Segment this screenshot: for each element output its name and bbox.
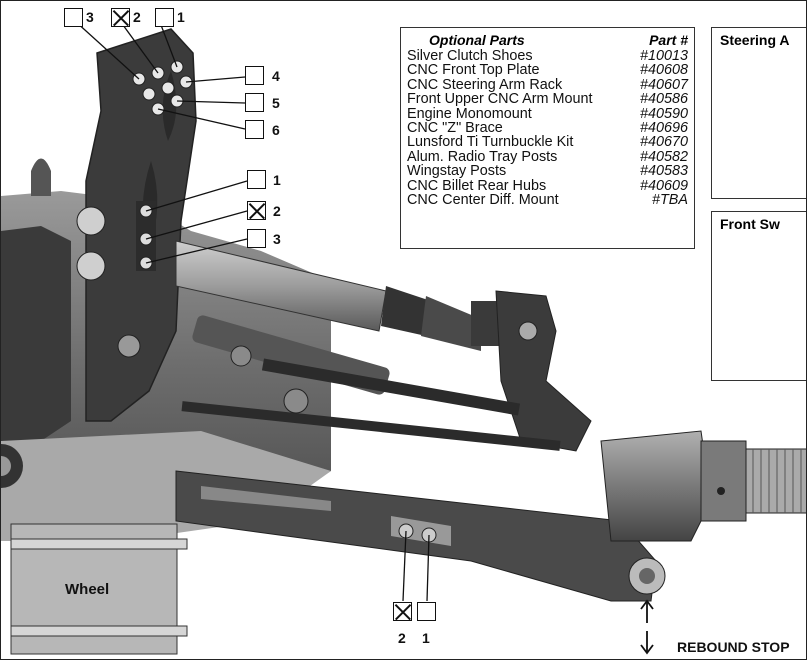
rebound-stop-label: REBOUND STOP — [677, 639, 790, 655]
optional-parts-header: Optional Parts Part # — [407, 31, 688, 49]
optional-parts-title: Optional Parts — [429, 32, 525, 48]
upper-link-1-checkbox[interactable] — [247, 170, 266, 189]
optional-part-number: #40590 — [639, 105, 688, 122]
lower-arm-2-number: 2 — [398, 630, 406, 646]
wheel-label: Wheel — [65, 581, 110, 598]
rebound-arrows — [640, 599, 654, 655]
leader-lines — [74, 20, 430, 602]
upper-link-2-checkbox[interactable] — [247, 201, 266, 220]
optional-part-number: #40582 — [639, 148, 688, 165]
front-sway-inset-title: Front Sw — [720, 216, 780, 232]
optional-part-number: #40608 — [639, 62, 688, 79]
lower-arm-1-checkbox[interactable] — [417, 602, 436, 621]
wheel-block — [10, 523, 188, 655]
optional-part-name: Wingstay Posts — [407, 163, 507, 180]
optional-part-number: #40696 — [639, 120, 688, 137]
axle-carrier — [600, 430, 806, 542]
optional-part-number: #TBA — [652, 192, 688, 209]
optional-part-row: CNC Center Diff. Mount #TBA — [407, 192, 688, 209]
tower-hole-5-checkbox[interactable] — [245, 93, 264, 112]
optional-part-number: #40583 — [639, 163, 688, 180]
optional-part-row: CNC Steering Arm Rack #40607 — [407, 76, 688, 93]
tower-hole-1-number: 1 — [177, 9, 185, 25]
optional-part-row: Lunsford Ti Turnbuckle Kit #40670 — [407, 134, 688, 151]
optional-part-row: CNC Billet Rear Hubs #40609 — [407, 177, 688, 194]
tower-hole-4-checkbox[interactable] — [245, 66, 264, 85]
tower-hole-3-checkbox[interactable] — [64, 8, 83, 27]
tower-hole-2-checkbox[interactable] — [111, 8, 130, 27]
optional-part-row: CNC "Z" Brace #40696 — [407, 120, 688, 137]
lower-arm-2-checkbox[interactable] — [393, 602, 412, 621]
optional-part-name: CNC "Z" Brace — [407, 120, 503, 137]
optional-part-row: Wingstay Posts #40583 — [407, 163, 688, 180]
optional-part-name: Silver Clutch Shoes — [407, 48, 533, 64]
optional-part-name: Lunsford Ti Turnbuckle Kit — [407, 134, 574, 151]
shock-tower-holes — [132, 60, 193, 116]
tower-hole-3-number: 3 — [86, 9, 94, 25]
optional-part-name: CNC Billet Rear Hubs — [407, 177, 547, 194]
shock-absorber — [175, 240, 541, 351]
tower-hole-4-number: 4 — [272, 68, 280, 84]
tower-hole-6-checkbox[interactable] — [245, 120, 264, 139]
optional-part-row: Front Upper CNC Arm Mount #40586 — [407, 91, 688, 108]
steering-arm-inset: Steering A — [711, 27, 806, 199]
upper-link-2-number: 2 — [273, 203, 281, 219]
steering-arm-inset-title: Steering A — [720, 32, 790, 48]
optional-parts-table: Optional Parts Part # Silver Clutch Shoe… — [400, 27, 695, 249]
optional-part-name: CNC Steering Arm Rack — [407, 76, 563, 93]
optional-part-row: Engine Monomount #40590 — [407, 105, 688, 122]
upper-link-mount — [136, 201, 156, 271]
optional-part-number: #40670 — [639, 134, 688, 151]
optional-part-name: CNC Front Top Plate — [407, 62, 540, 79]
optional-part-row: CNC Front Top Plate #40608 — [407, 62, 688, 79]
front-sway-inset: Front Sw — [711, 211, 806, 381]
tower-hole-5-number: 5 — [272, 95, 280, 111]
steering-links — [181, 315, 561, 451]
optional-part-name: CNC Center Diff. Mount — [407, 192, 559, 209]
optional-part-number: #40609 — [639, 177, 688, 194]
optional-part-number: #10013 — [639, 48, 688, 64]
optional-part-name: Front Upper CNC Arm Mount — [407, 91, 593, 108]
optional-part-row: Silver Clutch Shoes #10013 — [407, 48, 688, 64]
part-number-header: Part # — [649, 32, 688, 48]
upper-link-3-checkbox[interactable] — [247, 229, 266, 248]
upper-link-1-number: 1 — [273, 172, 281, 188]
optional-part-name: Alum. Radio Tray Posts — [407, 148, 558, 165]
c-hub — [495, 290, 592, 452]
optional-part-number: #40586 — [639, 91, 688, 108]
upper-link-3-number: 3 — [273, 231, 281, 247]
lower-arm — [175, 470, 666, 602]
tower-hole-6-number: 6 — [272, 122, 280, 138]
lower-arm-1-number: 1 — [422, 630, 430, 646]
optional-part-row: Alum. Radio Tray Posts #40582 — [407, 148, 688, 165]
tower-hole-2-number: 2 — [133, 9, 141, 25]
optional-part-number: #40607 — [639, 76, 688, 93]
optional-part-name: Engine Monomount — [407, 105, 532, 122]
tower-hole-1-checkbox[interactable] — [155, 8, 174, 27]
